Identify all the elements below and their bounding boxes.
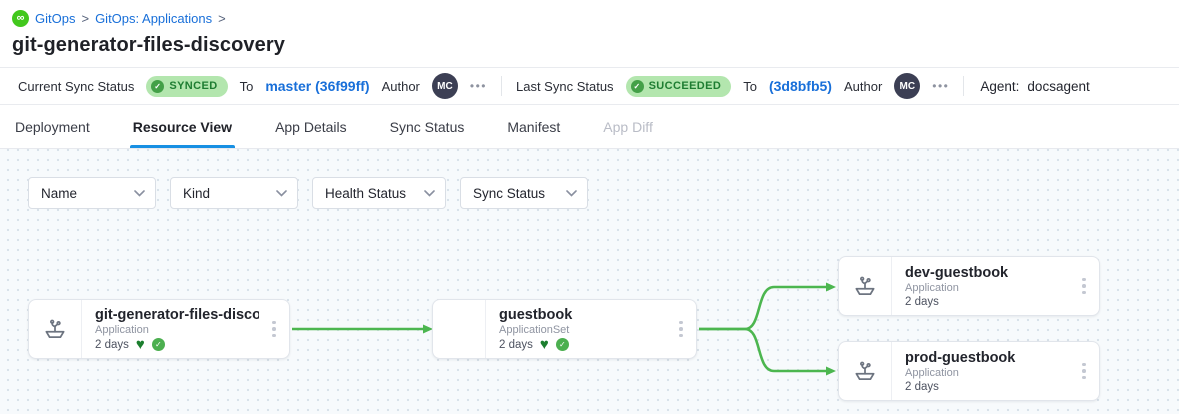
filter-sync-status-dropdown[interactable]: Sync Status bbox=[460, 177, 588, 209]
chevron-down-icon bbox=[276, 189, 287, 197]
filter-label: Name bbox=[41, 185, 78, 201]
node-menu-button[interactable] bbox=[666, 300, 696, 358]
argo-application-icon bbox=[839, 257, 892, 315]
graph-edges bbox=[292, 282, 836, 376]
arrowhead-icon bbox=[826, 366, 836, 376]
sync-status-bar: Current Sync Status ✓ SYNCED To master (… bbox=[0, 67, 1179, 105]
filter-name-dropdown[interactable]: Name bbox=[28, 177, 156, 209]
gitops-logo-icon: ∞ bbox=[12, 10, 29, 27]
breadcrumb-link-gitops[interactable]: GitOps bbox=[35, 11, 76, 26]
author-label: Author bbox=[381, 78, 420, 94]
filter-label: Kind bbox=[183, 185, 211, 201]
heart-icon: ♥ bbox=[135, 336, 145, 353]
tab-sync-status[interactable]: Sync Status bbox=[389, 118, 465, 135]
argo-application-icon bbox=[839, 342, 892, 400]
check-circle-icon: ✓ bbox=[151, 338, 165, 351]
filter-kind-dropdown[interactable]: Kind bbox=[170, 177, 298, 209]
edge bbox=[699, 327, 826, 373]
node-kind: ApplicationSet bbox=[499, 324, 570, 336]
author-avatar[interactable]: MC bbox=[431, 73, 458, 99]
current-revision-link[interactable]: master (36f99ff) bbox=[265, 78, 370, 94]
breadcrumb: ∞ GitOps > GitOps: Applications > bbox=[12, 10, 1163, 27]
author-label: Author bbox=[843, 78, 883, 94]
breadcrumb-link-applications[interactable]: GitOps: Applications bbox=[95, 11, 213, 26]
node-title: guestbook bbox=[499, 307, 573, 323]
sync-status-badge: ✓ SYNCED bbox=[146, 75, 228, 97]
breadcrumb-separator: > bbox=[218, 11, 226, 26]
filter-label: Health Status bbox=[325, 185, 407, 201]
node-menu-button[interactable] bbox=[1069, 257, 1099, 315]
filter-health-status-dropdown[interactable]: Health Status bbox=[312, 177, 446, 209]
node-age: 2 days bbox=[95, 338, 129, 351]
node-title: git-generator-files-disco... bbox=[95, 307, 259, 323]
more-commit-info-button[interactable]: ••• bbox=[932, 79, 950, 93]
node-age: 2 days bbox=[905, 295, 939, 308]
node-body: prod-guestbook Application 2 days bbox=[892, 342, 1069, 400]
check-circle-icon: ✓ bbox=[555, 338, 569, 351]
tab-app-diff[interactable]: App Diff bbox=[603, 118, 653, 135]
to-label: To bbox=[743, 78, 757, 94]
node-body: git-generator-files-disco... Application… bbox=[82, 300, 259, 358]
current-sync-section: Current Sync Status ✓ SYNCED To master (… bbox=[18, 73, 487, 99]
node-icon-placeholder bbox=[433, 300, 486, 358]
arrowhead-icon bbox=[423, 324, 433, 334]
to-label: To bbox=[239, 78, 254, 94]
more-commit-info-button[interactable]: ••• bbox=[469, 79, 487, 93]
filter-label: Sync Status bbox=[473, 185, 546, 201]
graph-node-prod-guestbook[interactable]: prod-guestbook Application 2 days bbox=[838, 341, 1100, 401]
tab-bar: Deployment Resource View App Details Syn… bbox=[0, 105, 1179, 149]
agent-label: Agent: bbox=[980, 78, 1020, 94]
argo-application-icon bbox=[29, 300, 82, 358]
node-meta: 2 days ♥ ✓ bbox=[95, 336, 259, 353]
node-meta: 2 days bbox=[905, 381, 1069, 393]
chevron-down-icon bbox=[424, 189, 435, 197]
divider bbox=[963, 76, 965, 96]
node-age: 2 days bbox=[499, 338, 533, 351]
resource-graph-canvas: Name Kind Health Status Sync Status bbox=[0, 149, 1179, 414]
sync-status-badge-text: SYNCED bbox=[169, 80, 218, 92]
node-kind: Application bbox=[905, 281, 959, 294]
check-icon: ✓ bbox=[630, 79, 644, 93]
graph-node-git-generator[interactable]: git-generator-files-disco... Application… bbox=[28, 299, 290, 359]
page-title: git-generator-files-discovery bbox=[12, 34, 285, 56]
node-kind: Application bbox=[95, 324, 149, 336]
edge bbox=[699, 285, 826, 331]
last-revision-link[interactable]: (3d8bfb5) bbox=[768, 78, 832, 94]
node-kind: Application bbox=[905, 366, 959, 379]
graph-node-dev-guestbook[interactable]: dev-guestbook Application 2 days bbox=[838, 256, 1100, 316]
tab-app-details[interactable]: App Details bbox=[275, 118, 347, 135]
node-body: guestbook ApplicationSet 2 days ♥ ✓ bbox=[486, 300, 666, 358]
agent-value: docsagent bbox=[1027, 78, 1090, 94]
last-sync-badge-text: SUCCEEDED bbox=[648, 80, 722, 92]
node-title: prod-guestbook bbox=[905, 349, 1016, 366]
filter-bar: Name Kind Health Status Sync Status bbox=[28, 177, 588, 209]
divider bbox=[501, 76, 502, 96]
node-body: dev-guestbook Application 2 days bbox=[892, 257, 1069, 315]
node-menu-button[interactable] bbox=[259, 300, 289, 358]
tab-resource-view[interactable]: Resource View bbox=[129, 105, 236, 148]
last-sync-status-badge: ✓ SUCCEEDED bbox=[625, 75, 732, 97]
node-age: 2 days bbox=[905, 380, 939, 393]
node-meta: 2 days bbox=[905, 296, 1069, 308]
last-sync-section: Last Sync Status ✓ SUCCEEDED To (3d8bfb5… bbox=[516, 73, 949, 99]
node-meta: 2 days ♥ ✓ bbox=[499, 336, 666, 353]
graph-node-guestbook[interactable]: guestbook ApplicationSet 2 days ♥ ✓ bbox=[432, 299, 697, 359]
author-avatar[interactable]: MC bbox=[894, 73, 921, 99]
check-icon: ✓ bbox=[151, 79, 165, 93]
arrowhead-icon bbox=[826, 282, 836, 292]
chevron-down-icon bbox=[134, 189, 145, 197]
chevron-down-icon bbox=[566, 189, 577, 197]
tab-manifest[interactable]: Manifest bbox=[507, 118, 561, 135]
node-menu-button[interactable] bbox=[1069, 342, 1099, 400]
tab-deployment[interactable]: Deployment bbox=[15, 118, 90, 135]
header: ∞ GitOps > GitOps: Applications > git-ge… bbox=[0, 0, 1179, 57]
breadcrumb-separator: > bbox=[81, 11, 90, 26]
current-sync-label: Current Sync Status bbox=[18, 78, 135, 94]
node-title: dev-guestbook bbox=[905, 264, 1009, 281]
heart-icon: ♥ bbox=[539, 336, 549, 353]
agent-section: Agent: docsagent bbox=[980, 79, 1089, 94]
last-sync-label: Last Sync Status bbox=[516, 78, 614, 94]
